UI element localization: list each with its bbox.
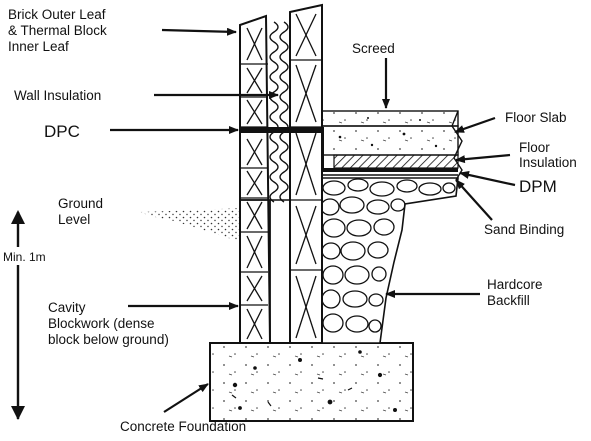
leader-arrows [110, 27, 516, 413]
svg-text:Blockwork (dense: Blockwork (dense [48, 316, 155, 331]
arrow-dpm [459, 171, 516, 187]
label-ground-level: Ground Level [58, 196, 103, 227]
brick-outer-leaf [239, 14, 272, 344]
label-screed: Screed [352, 41, 395, 56]
svg-text:Inner Leaf: Inner Leaf [8, 39, 69, 54]
svg-text:& Thermal Block: & Thermal Block [8, 23, 107, 38]
dense-blockwork-below-ground [239, 199, 271, 344]
dpc-band [240, 127, 322, 133]
label-sand-binding: Sand Binding [484, 222, 564, 237]
label-wall-insulation: Wall Insulation [14, 88, 101, 103]
arrow-brick-outer-leaf [161, 27, 237, 36]
svg-text:Floor: Floor [519, 140, 550, 155]
hardcore-stones [320, 178, 456, 333]
svg-text:Cavity: Cavity [48, 300, 86, 315]
svg-text:Brick Outer Leaf: Brick Outer Leaf [8, 7, 106, 22]
svg-text:Level: Level [58, 212, 90, 227]
arrow-concrete-foundation [163, 383, 209, 413]
label-floor-insulation: Floor Insulation [519, 140, 577, 170]
label-min-depth: Min. 1m [3, 250, 46, 264]
label-concrete-foundation: Concrete Foundation [120, 419, 246, 434]
svg-text:Hardcore: Hardcore [487, 277, 543, 292]
concrete-foundation [209, 342, 414, 422]
svg-text:Ground: Ground [58, 196, 103, 211]
floor-slab [321, 125, 459, 156]
slab-aggregate [338, 117, 438, 148]
label-dpc: DPC [44, 122, 80, 141]
svg-text:Backfill: Backfill [487, 293, 530, 308]
svg-text:Insulation: Insulation [519, 155, 577, 170]
label-brick-outer-leaf: Brick Outer Leaf & Thermal Block Inner L… [8, 7, 107, 54]
foundation-aggregate [231, 350, 398, 413]
label-hardcore-backfill: Hardcore Backfill [487, 277, 543, 308]
label-floor-slab: Floor Slab [505, 110, 567, 125]
label-cavity-blockwork: Cavity Blockwork (dense block below grou… [48, 300, 169, 347]
ground-soil [140, 208, 240, 240]
floor-insulation [333, 154, 459, 169]
inner-leaf-blockwork [289, 3, 323, 344]
wall-insulation [269, 21, 290, 203]
screed-layer [321, 110, 459, 127]
min-depth-dimension [2, 210, 34, 420]
label-dpm: DPM [519, 177, 557, 196]
arrow-floor-insulation [455, 153, 511, 164]
arrow-sand-binding [455, 179, 493, 221]
arrow-floor-slab [454, 116, 496, 134]
svg-text:block below ground): block below ground) [48, 332, 169, 347]
